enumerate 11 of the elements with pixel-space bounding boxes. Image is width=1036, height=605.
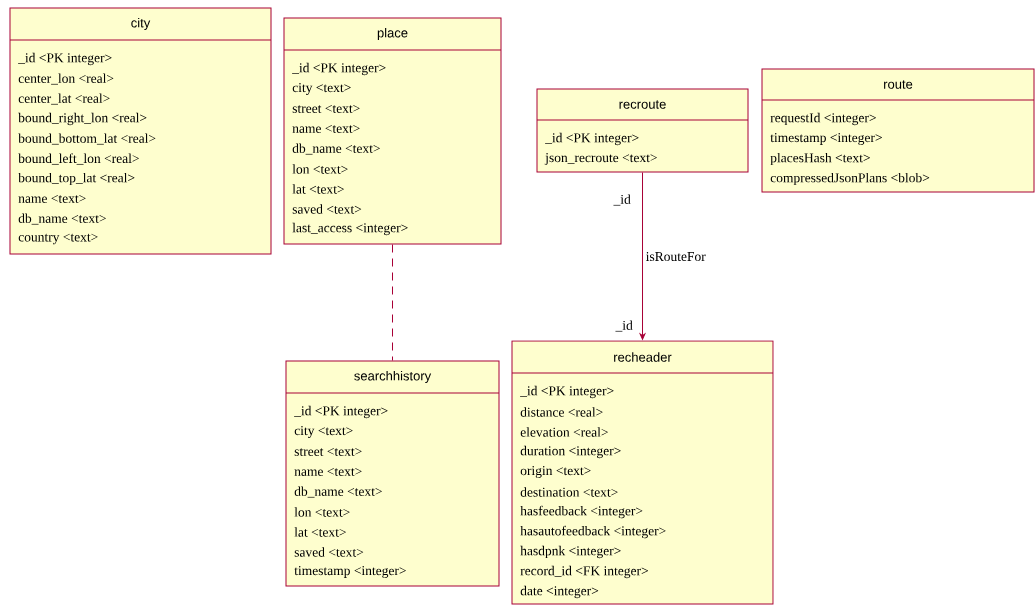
entity-table: place _id <PK integer> city <text> street <text> name <text> db_name <text> lon <text> lat <text> saved <text> last_access <integer> <box>283 17 502 245</box>
entity-table: searchhistory _id <PK integer> city <text> street <text> name <text> db_name <text> lon <text> lat <text> saved <text> timestamp <integer> <box>285 360 500 587</box>
entity-table: recheader _id <PK integer> distance <real> elevation <real> duration <integer> origin <text> destination <text> hasfeedback <integer> hasautofeedback <integer> hasdpnk <integer> record_id <FK integer> date <integer> <box>511 340 774 605</box>
entity-table: city _id <PK integer> center_lon <real> center_lat <real> bound_right_lon <real> bound_bottom_lat <real> bound_left_lon <real> bound_top_lat <real> name <text> db_name <text> country <text> <box>9 7 272 255</box>
connector <box>639 172 646 340</box>
entity-table: route requestId <integer> timestamp <integer> placesHash <text> compressedJsonPlans <blob> <box>761 68 1035 193</box>
end-label: _id <box>613 194 631 206</box>
connector <box>392 244 393 361</box>
edge-label: isRouteFor <box>644 250 707 263</box>
entity-table: recroute _id <PK integer> json_recroute <text> <box>536 88 749 173</box>
end-label: _id <box>615 320 633 332</box>
